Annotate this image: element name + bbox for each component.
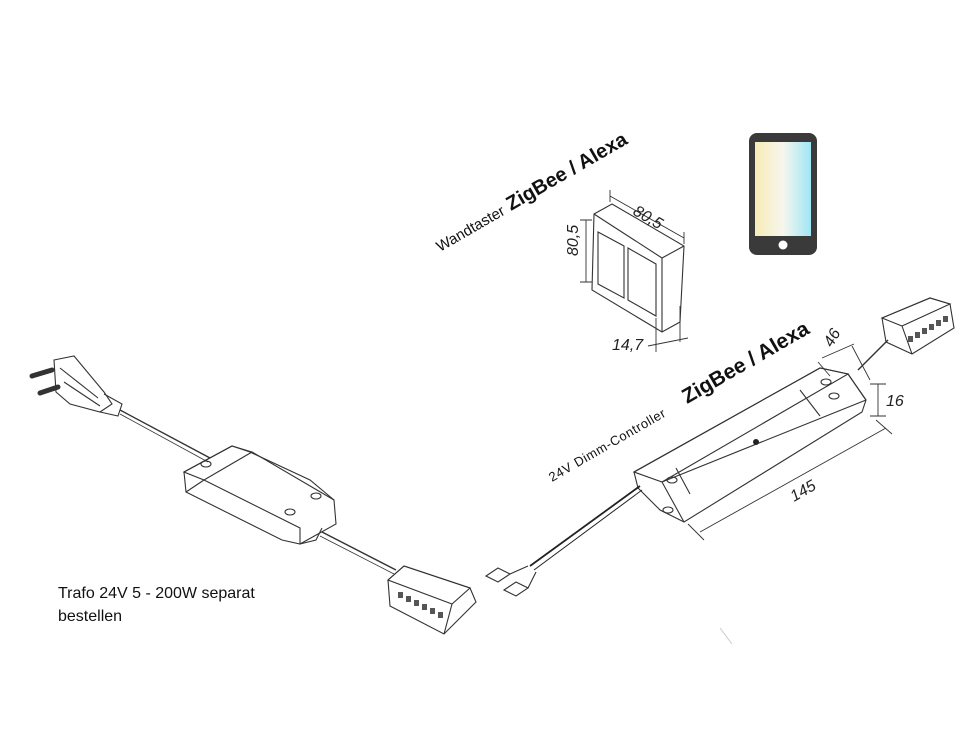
controller-length-dim: 145: [788, 477, 820, 505]
wall-switch: [591, 203, 685, 333]
distributor-block-right: [880, 297, 955, 355]
wall-switch-label: Wandtaster: [434, 203, 508, 256]
mains-cable: [119, 409, 211, 459]
controller-protocol: ZigBee / Alexa: [678, 317, 813, 408]
controller-width-dim: 46: [821, 326, 845, 350]
dimm-controller: [632, 367, 867, 523]
wall-switch-protocol: ZigBee / Alexa: [503, 128, 633, 215]
input-connector-plugs: [484, 565, 537, 597]
switch-depth-dim: 14,7: [612, 337, 644, 354]
controller-label: 24V Dimm-Controller: [546, 405, 669, 484]
smartphone-icon: [749, 133, 817, 255]
trafo-note-line1: Trafo 24V 5 - 200W separat: [58, 585, 255, 602]
trafo-note-line2: bestellen: [58, 608, 122, 625]
switch-width-dim: 80,5: [630, 203, 666, 233]
controller-output-cable: [857, 339, 889, 371]
power-plug: [29, 355, 123, 417]
transformer-unit: [182, 445, 337, 545]
distributor-block-left: [386, 565, 477, 635]
output-cable: [321, 531, 397, 571]
controller-height-dim: 16: [886, 393, 904, 410]
switch-height-dim: 80,5: [565, 225, 582, 256]
controller-input-cable: [529, 485, 641, 567]
